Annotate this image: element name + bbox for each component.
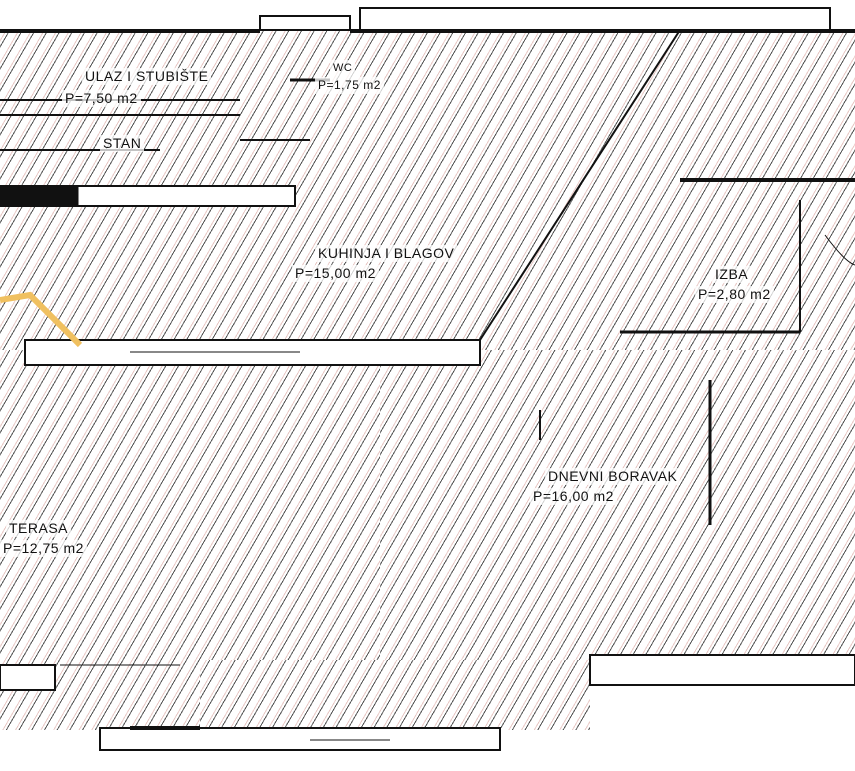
- room-area-terasa: P=12,75 m2: [0, 540, 87, 557]
- floor-hatch-living-bottom: [200, 660, 590, 730]
- room-area-wc: P=1,75 m2: [315, 77, 384, 94]
- wall-terrace-left: [0, 664, 56, 691]
- door-swing: [824, 234, 855, 266]
- wall-living-bottom-right: [589, 654, 855, 686]
- window-top-2: [359, 7, 831, 31]
- room-label-ulaz: ULAZ I STUBIŠTE: [82, 68, 212, 85]
- wall-stan-solid: [0, 185, 79, 207]
- wall-diagonal: [479, 29, 681, 341]
- room-label-terasa: TERASA: [6, 520, 72, 537]
- room-label-kuhinja: KUHINJA I BLAGOV: [315, 245, 458, 262]
- room-label-wc: WC: [330, 60, 356, 77]
- room-label-stan: STAN: [100, 135, 145, 152]
- window-top-1: [259, 15, 351, 31]
- room-area-dnevni-boravak: P=16,00 m2: [530, 488, 617, 505]
- room-label-dnevni-boravak: DNEVNI BORAVAK: [545, 468, 681, 485]
- room-area-kuhinja: P=15,00 m2: [292, 265, 379, 282]
- floor-hatch-living: [380, 350, 855, 660]
- room-label-izba: IZBA: [712, 266, 752, 283]
- room-area-izba: P=2,80 m2: [695, 286, 774, 303]
- room-area-ulaz: P=7,50 m2: [62, 90, 141, 107]
- accent-stair: [0, 291, 83, 348]
- wall-bottom: [99, 727, 501, 751]
